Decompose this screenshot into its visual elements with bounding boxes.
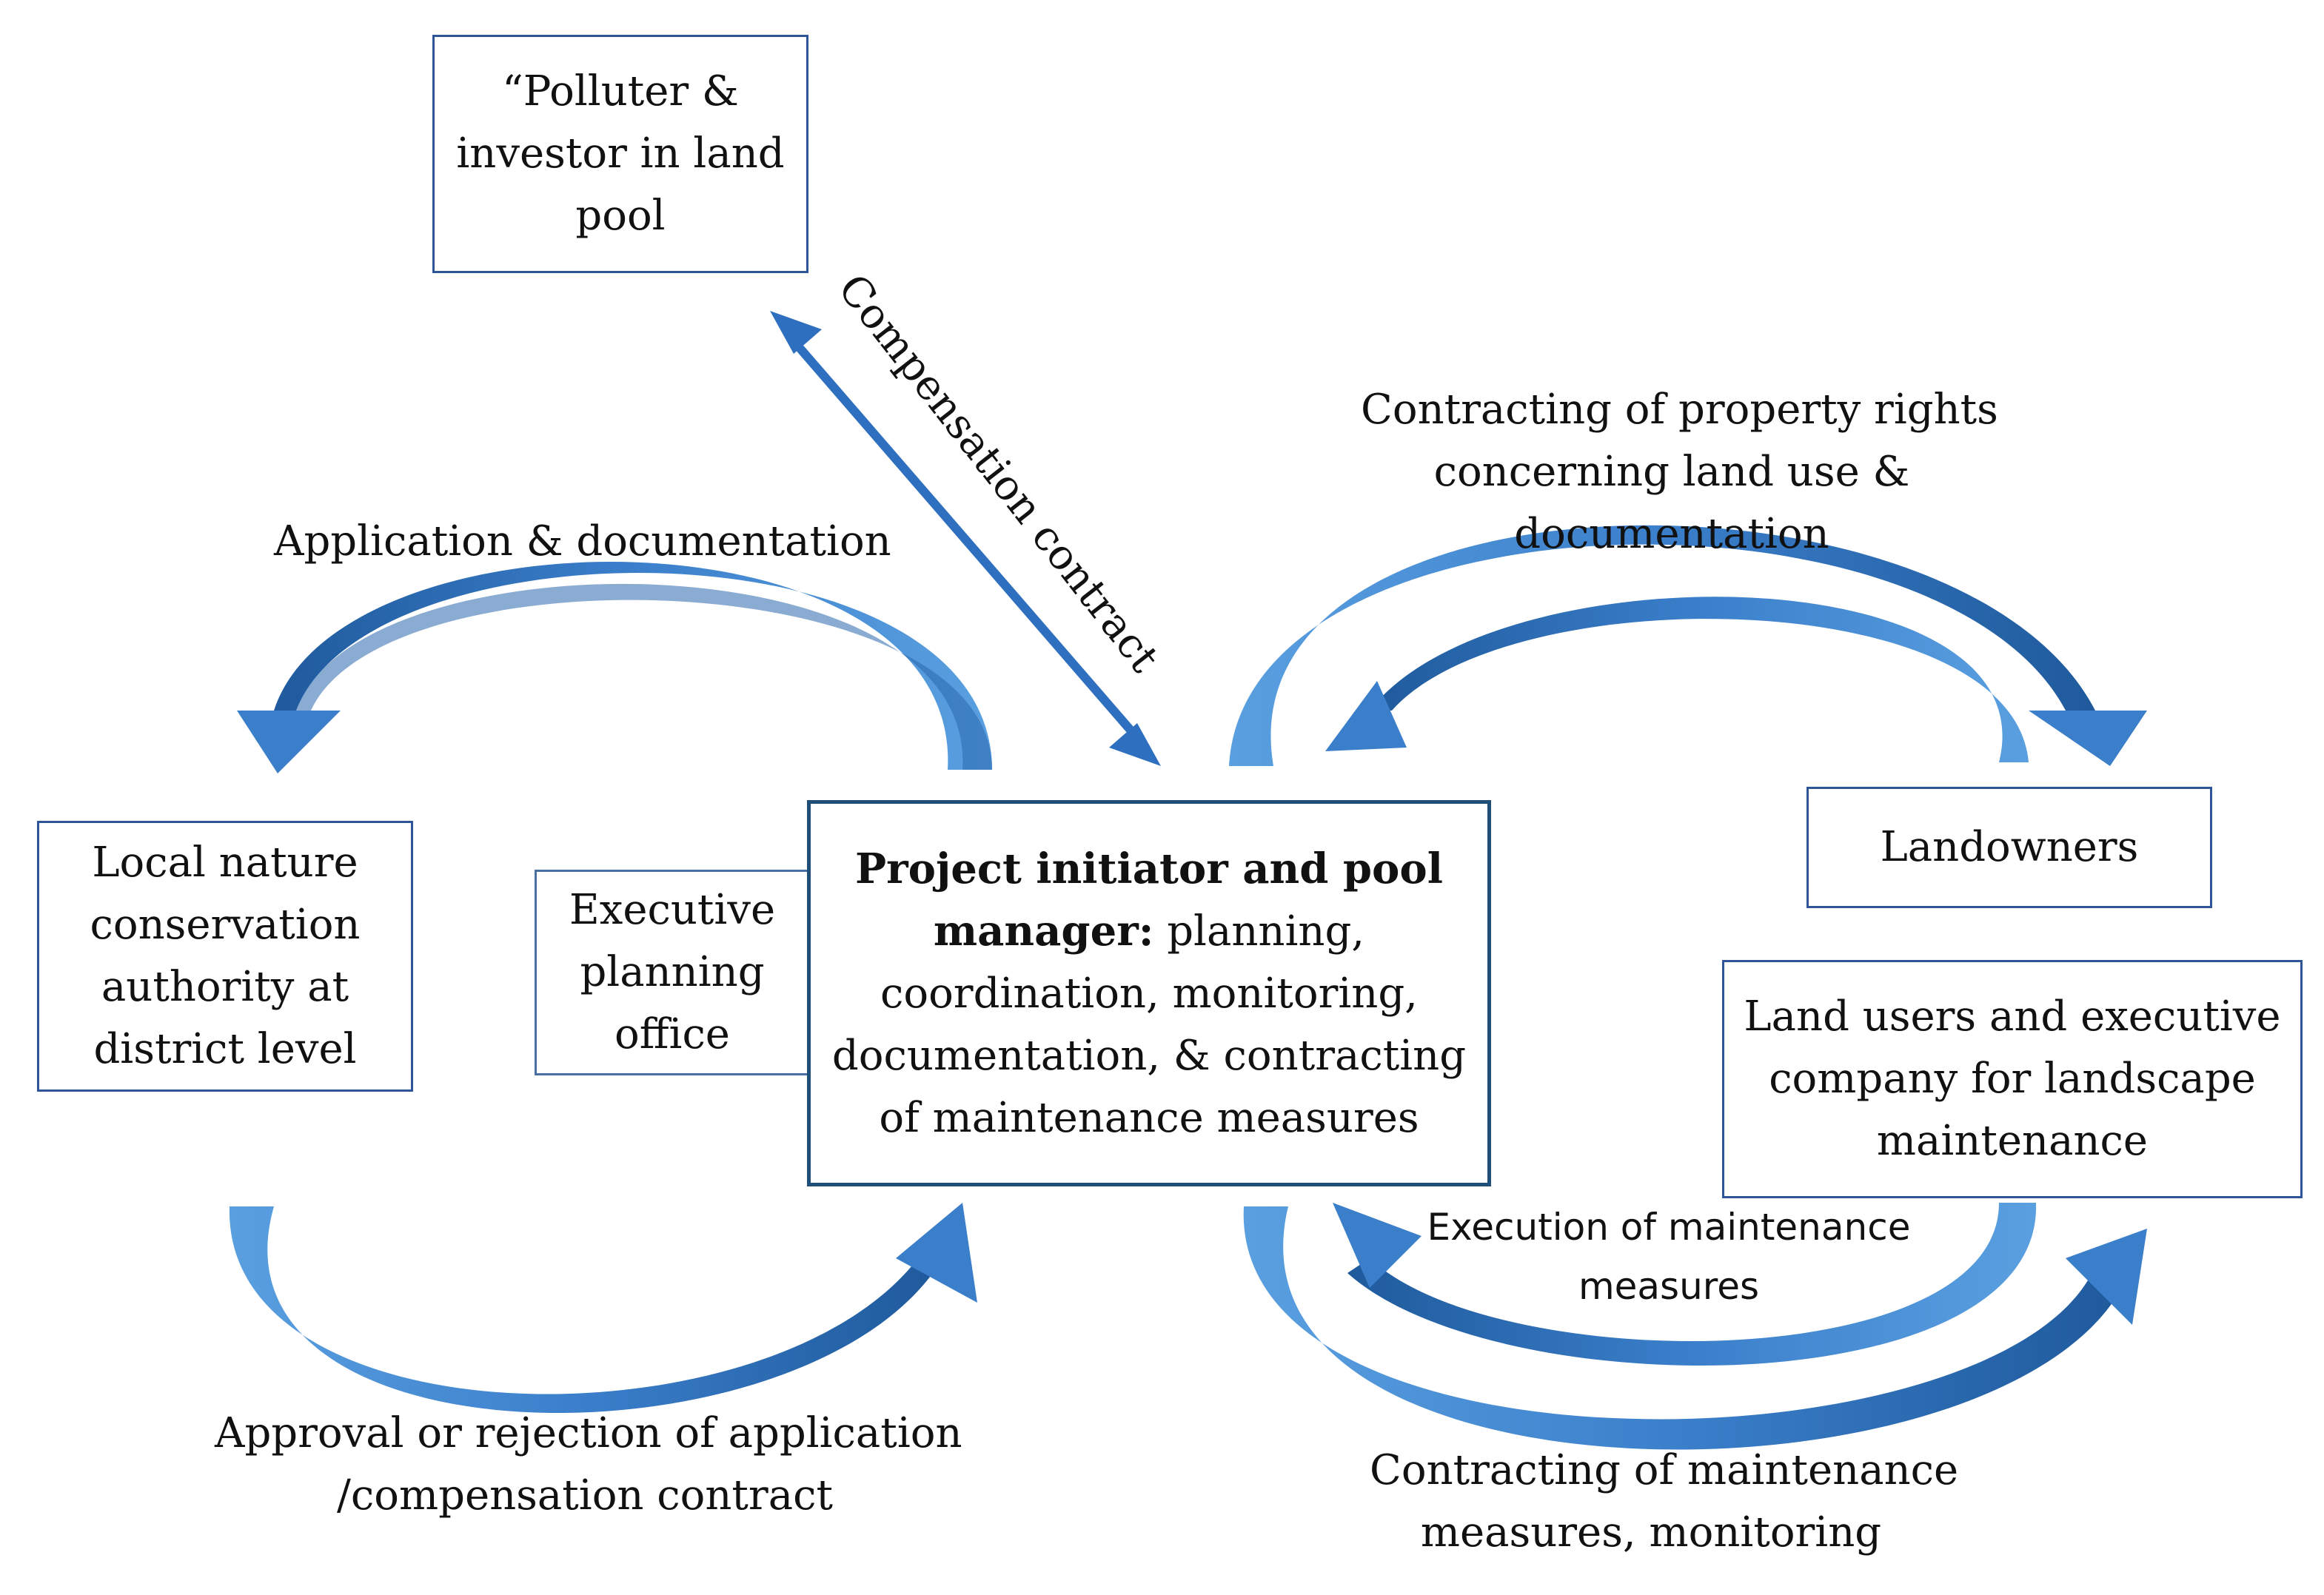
- execution-arrow: [1333, 1203, 2037, 1366]
- land-users-line-3: maintenance: [1876, 1117, 2149, 1165]
- polluter-line-2: investor in land: [456, 130, 785, 178]
- project-title-line-2: manager: planning,: [934, 900, 1364, 963]
- application-label: Application & documentation: [274, 511, 891, 573]
- executive-office-line-2: planning: [580, 948, 765, 996]
- property-rights-line-1: Contracting of property rights: [1361, 386, 1998, 434]
- landowners-label: Landowners: [1880, 823, 2139, 871]
- executive-office-line-3: office: [615, 1010, 730, 1058]
- compensation-contract-arrow: [770, 311, 1161, 766]
- executive-planning-office-box: Executive planning office: [535, 870, 810, 1075]
- approval-line-1: Approval or rejection of application: [215, 1409, 962, 1457]
- contracting-maintenance-arrow: [1243, 1206, 2147, 1450]
- project-title-line-1: Project initiator and pool: [854, 844, 1443, 893]
- application-arrow: [237, 562, 992, 773]
- contracting-maintenance-label: Contracting of maintenance measures, mon…: [1370, 1440, 1959, 1564]
- application-label-text: Application & documentation: [274, 517, 891, 565]
- project-manager-box: Project initiator and pool manager: plan…: [807, 800, 1491, 1186]
- land-users-line-1: Land users and executive: [1744, 993, 2281, 1041]
- local-authority-line-4: district level: [93, 1025, 357, 1073]
- executive-office-line-1: Executive: [569, 886, 776, 934]
- project-body-line-3: of maintenance measures: [879, 1093, 1419, 1142]
- contracting-maintenance-line-2: measures, monitoring: [1420, 1508, 1882, 1557]
- project-body-first: planning,: [1153, 907, 1365, 956]
- polluter-line-1: “Polluter &: [502, 67, 739, 115]
- property-rights-label: Contracting of property rights concernin…: [1361, 379, 1998, 565]
- execution-line-2: measures: [1578, 1265, 1760, 1308]
- landowners-box: Landowners: [1806, 787, 2212, 908]
- project-body-line-2: documentation, & contracting: [831, 1031, 1467, 1080]
- project-title-bold: manager:: [933, 906, 1154, 956]
- property-rights-inner-arrow: [1325, 597, 2029, 762]
- approval-arrow: [229, 1203, 977, 1414]
- local-authority-line-3: authority at: [101, 963, 349, 1011]
- property-rights-line-2: concerning land use &: [1433, 448, 1910, 496]
- local-authority-line-2: conservation: [90, 901, 361, 949]
- local-authority-box: Local nature conservation authority at d…: [37, 821, 413, 1092]
- execution-label: Execution of maintenance measures: [1424, 1198, 1913, 1316]
- property-rights-line-3: documentation: [1514, 510, 1829, 558]
- approval-label: Approval or rejection of application /co…: [215, 1403, 962, 1527]
- land-users-line-2: company for landscape: [1769, 1055, 2256, 1103]
- property-rights-outer-arrow: [1229, 525, 2147, 766]
- land-users-box: Land users and executive company for lan…: [1722, 960, 2303, 1198]
- polluter-investor-box: “Polluter & investor in land pool: [432, 35, 808, 273]
- approval-line-2: /compensation contract: [337, 1471, 833, 1520]
- execution-line-1: Execution of maintenance: [1427, 1206, 1911, 1249]
- contracting-maintenance-line-1: Contracting of maintenance: [1370, 1446, 1959, 1494]
- local-authority-line-1: Local nature: [92, 839, 358, 887]
- project-body-line-1: coordination, monitoring,: [880, 969, 1418, 1018]
- polluter-line-3: pool: [575, 192, 666, 240]
